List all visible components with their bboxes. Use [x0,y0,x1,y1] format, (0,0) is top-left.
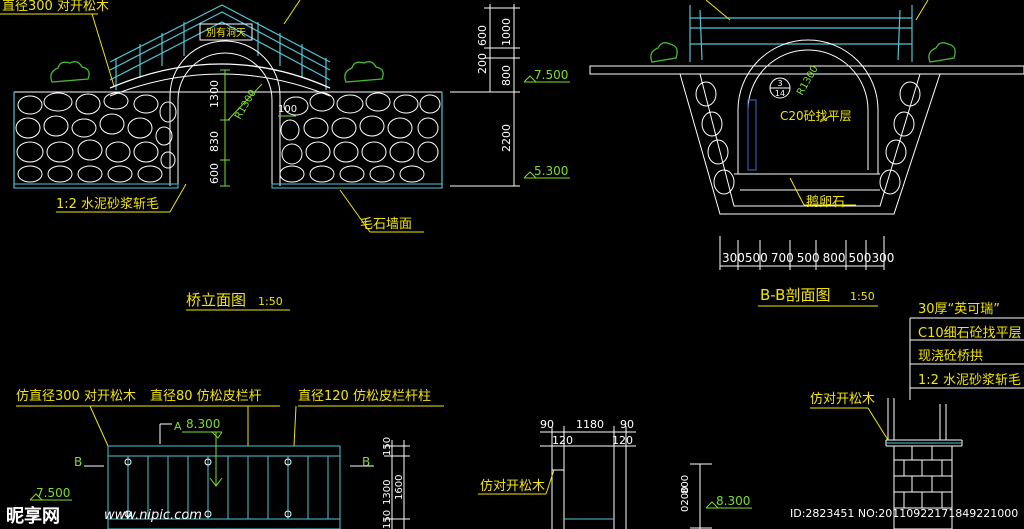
dim-1300: 1300 [208,80,221,108]
watermark: 昵享网 www.nipic.com ID:2823451 NO:20110922… [6,505,1018,527]
layer-2: C10细石砼找平层 [918,326,1022,341]
rubble-stone-wall [15,92,441,183]
dim-r1300: R1300 [233,88,259,122]
label-mortar: 1:2 水泥砂浆斩毛 [56,197,159,212]
label-pine-log: 直径300 对开松木 [2,0,109,14]
bush-icon [650,42,956,63]
section-b-left: B [74,455,82,469]
title-bb-scale: 1:50 [850,290,875,303]
dim-plan-1600: 1600 [394,475,405,500]
title-bridge-elevation: 桥立面图 [186,291,246,309]
layer-1: 30厚“英可瑞” [918,302,1000,317]
dim-200-mid: 200 [476,53,489,74]
label-pine-mid: 仿对开松木 [480,479,545,494]
spec-post: 直径120 仿松皮栏杆柱 [298,389,431,404]
dim-plan-150b: 150 [382,510,393,529]
plan-railing [107,445,341,529]
dim-r1300-section: R1300 [795,64,821,98]
bridge-plan: 仿直径300 对开松木 直径80 仿松皮栏杆 直径120 仿松皮栏杆柱 [16,389,444,529]
dim-600: 600 [208,163,221,184]
mid-section-detail: 90 1180 90 120 120 0200 800 8.300 仿对开松木 [478,418,752,529]
title-bb-section: B-B剖面图 [760,286,830,304]
spec-pine: 仿直径300 对开松木 [16,389,136,404]
dim-mid-0200: 0200 [680,487,691,512]
bush-icon [50,61,384,83]
dim-plan-150a: 150 [382,437,393,456]
watermark-url: www.nipic.com [104,508,202,523]
sign-board [199,23,253,41]
bridge-elevation: 別有洞天 [0,0,443,311]
watermark-logo: 昵享网 [6,505,60,527]
bridge-railing [109,4,331,90]
level-5300: 5.300 [534,164,568,178]
section-a: A [174,420,182,433]
dim-mid-90a: 90 [540,418,554,431]
level-8300-plan: 8.300 [186,417,220,431]
level-8300-mid: 8.300 [716,494,750,508]
dim-mid-1180: 1180 [576,418,604,431]
level-dimension-column: 600 1000 200 800 2200 7.500 5.300 [450,4,570,187]
label-pine-right: 仿对开松木 [810,392,875,407]
label-rubble-face: 毛石墙面 [360,217,412,232]
dim-mid-800: 800 [680,475,691,494]
dim-2200-mid: 2200 [500,124,513,152]
layer-3: 现浇砼桥拱 [918,349,983,364]
dim-100: 100 [278,104,297,115]
section-b-right: B [362,455,370,469]
label-c20: C20砼找平层 [780,109,852,123]
dim-mid-90b: 90 [620,418,634,431]
dim-mid-120a: 120 [552,434,573,447]
watermark-id: ID:2823451 NO:20110922171849221000 [790,507,1018,520]
spec-railing: 直径80 仿松皮栏杆 [150,389,262,404]
level-7500-plan: 7.500 [36,486,70,500]
dim-1000-mid: 1000 [500,18,513,46]
dim-600-mid: 600 [476,25,489,46]
dim-mid-120b: 120 [612,434,633,447]
sign-text: 別有洞天 [206,26,246,39]
level-7500: 7.500 [534,68,568,82]
title-bridge-scale: 1:50 [258,295,283,308]
section-mark-bot: 14 [775,89,785,98]
bridge-deck-arch [109,63,331,89]
dim-800-mid: 800 [500,65,513,86]
layer-legend: 30厚“英可瑞” C10细石砼找平层 现浇砼桥拱 1:2 水泥砂浆斩毛 仿对开松… [810,302,1024,529]
section-mark-top: 3 [777,79,782,88]
dim-830: 830 [208,131,221,152]
layer-4: 1:2 水泥砂浆斩毛 [918,373,1021,388]
label-cobble: 鹅卵石 [806,194,845,210]
dim-plan-1300: 1300 [382,480,393,505]
